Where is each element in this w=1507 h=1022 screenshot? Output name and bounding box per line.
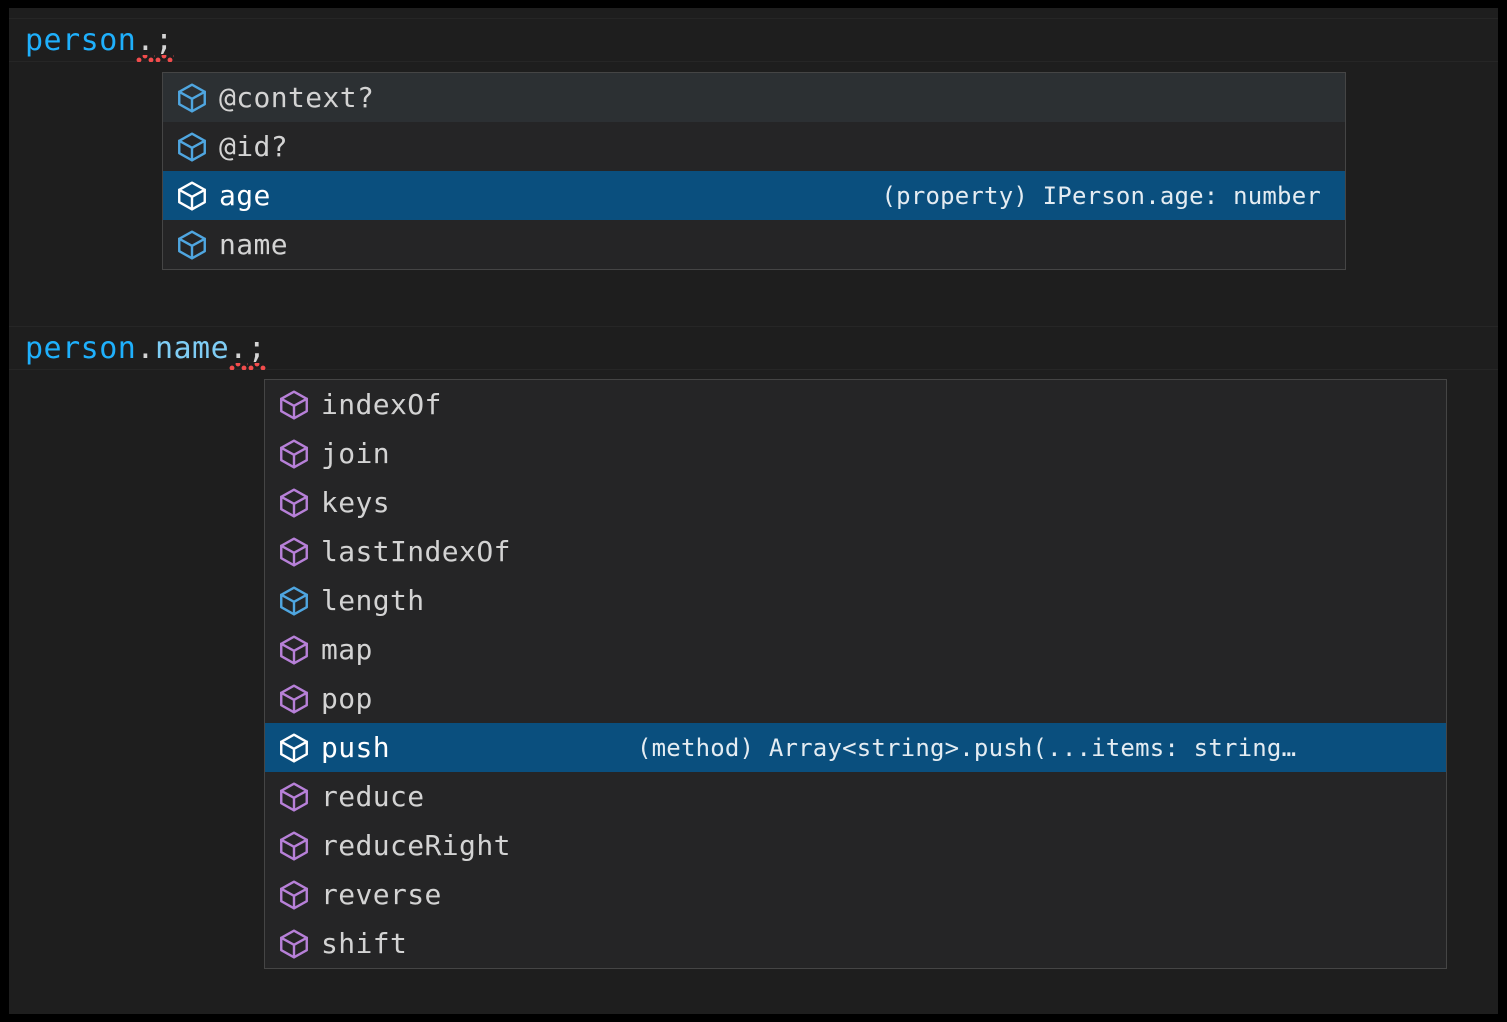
suggest-item-push[interactable]: push (method) Array<string>.push(...items…: [265, 723, 1446, 772]
property-cube-icon: [178, 131, 206, 162]
suggest-item-indexof[interactable]: indexOf: [265, 380, 1446, 429]
method-cube-icon: [280, 732, 308, 763]
suggest-item-label: age: [219, 179, 271, 212]
suggest-item-label: reduceRight: [321, 829, 511, 862]
suggest-item-context[interactable]: @context?: [163, 73, 1345, 122]
method-cube-icon: [178, 180, 206, 211]
method-cube-icon: [280, 487, 308, 518]
suggest-item-label: @id?: [219, 130, 289, 163]
code-token-text: ;: [154, 23, 174, 58]
code-token-punctuation: .: [136, 19, 155, 63]
code-token-text: person: [25, 331, 137, 366]
method-cube-icon: [280, 536, 308, 567]
suggest-item-reduce[interactable]: reduce: [265, 772, 1446, 821]
method-cube-icon: [280, 389, 308, 420]
code-token-text: name: [154, 331, 230, 366]
suggest-item-join[interactable]: join: [265, 429, 1446, 478]
code-token-text: ;: [247, 331, 267, 366]
code-line-1[interactable]: person.;: [9, 18, 1498, 62]
code-token-text: .: [136, 23, 155, 58]
suggest-item-detail: (method) Array<string>.push(...items: st…: [637, 733, 1297, 762]
code-editor[interactable]: person.; person.name.; @context?@id?age(…: [9, 8, 1498, 1014]
suggest-item-label: name: [219, 228, 289, 261]
code-token-text: .: [229, 331, 248, 366]
suggest-item-label: join: [321, 437, 391, 470]
code-token-punctuation: .: [136, 331, 155, 366]
code-token-identifier: person: [25, 23, 136, 58]
suggest-item-label: length: [321, 584, 425, 617]
suggest-widget-name-array-members[interactable]: indexOf join keys lastIndexOf length map pop pu…: [264, 379, 1447, 969]
property-cube-icon: [178, 229, 206, 260]
suggest-item-reverse[interactable]: reverse: [265, 870, 1446, 919]
code-token-punctuation: .: [229, 327, 248, 371]
method-cube-icon: [280, 928, 308, 959]
method-cube-icon: [280, 634, 308, 665]
suggest-item-detail: (property) IPerson.age: number: [881, 181, 1321, 210]
suggest-item-label: @context?: [219, 81, 375, 114]
suggest-item-label: reduce: [321, 780, 425, 813]
method-cube-icon: [280, 438, 308, 469]
suggest-item-lastindexof[interactable]: lastIndexOf: [265, 527, 1446, 576]
property-cube-icon: [178, 82, 206, 113]
suggest-item-label: lastIndexOf: [321, 535, 511, 568]
method-cube-icon: [280, 683, 308, 714]
suggest-item-label: map: [321, 633, 373, 666]
suggest-widget-person-members[interactable]: @context? @id? age (property) IPerson.age: …: [162, 72, 1346, 270]
method-cube-icon: [280, 830, 308, 861]
code-token-property: name: [155, 331, 229, 366]
suggest-item-label: pop: [321, 682, 373, 715]
suggest-item-keys[interactable]: keys: [265, 478, 1446, 527]
code-line-2[interactable]: person.name.;: [9, 326, 1498, 370]
method-cube-icon: [280, 781, 308, 812]
suggest-item-length[interactable]: length: [265, 576, 1446, 625]
suggest-item-label: reverse: [321, 878, 442, 911]
suggest-item-pop[interactable]: pop: [265, 674, 1446, 723]
suggest-item-id[interactable]: @id?: [163, 122, 1345, 171]
suggest-item-name[interactable]: name: [163, 220, 1345, 269]
suggest-item-label: keys: [321, 486, 391, 519]
method-cube-icon: [280, 879, 308, 910]
code-token-text: .: [136, 331, 155, 366]
suggest-item-map[interactable]: map: [265, 625, 1446, 674]
suggest-item-label: push: [321, 731, 391, 764]
suggest-item-label: indexOf: [321, 388, 442, 421]
suggest-item-age[interactable]: age (property) IPerson.age: number: [163, 171, 1345, 220]
suggest-item-reduceright[interactable]: reduceRight: [265, 821, 1446, 870]
code-token-identifier: person: [25, 331, 136, 366]
code-token-punctuation: ;: [247, 327, 267, 371]
suggest-item-label: shift: [321, 927, 408, 960]
property-cube-icon: [280, 585, 308, 616]
suggest-item-shift[interactable]: shift: [265, 919, 1446, 968]
code-token-text: person: [25, 23, 137, 58]
code-token-punctuation: ;: [154, 19, 174, 63]
